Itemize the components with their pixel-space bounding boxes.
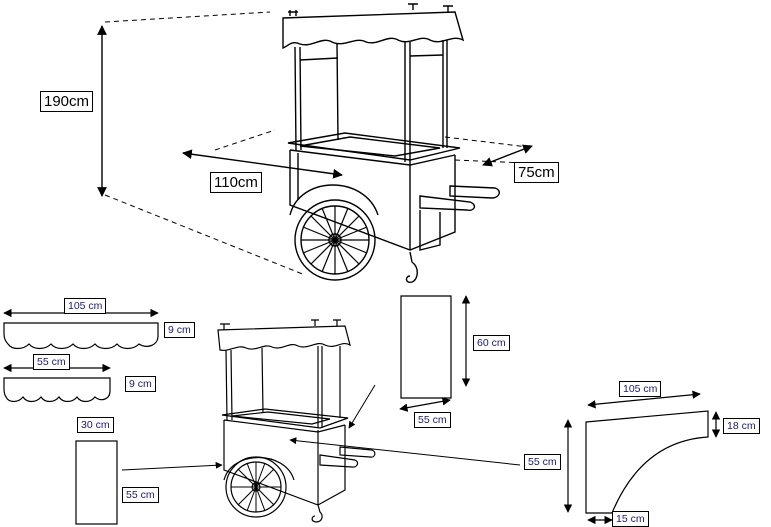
back-panel-part [399, 295, 471, 412]
height-label: 190cm [40, 91, 94, 112]
side-panel-width-label: 30 cm [77, 417, 114, 433]
body-panel-right-label: 18 cm [723, 418, 760, 434]
valance-long [3, 308, 159, 350]
body-side-panel-part [563, 390, 721, 525]
body-panel-bottom-label: 15 cm [612, 511, 649, 527]
side-panel-height-label: 55 cm [122, 487, 159, 503]
length-label: 110cm [210, 172, 262, 193]
side-panel-part [75, 440, 118, 525]
main-cart-illustration [97, 3, 533, 284]
body-panel-height-label: 55 cm [524, 454, 561, 470]
back-panel-width-label: 55 cm [414, 412, 451, 428]
body-panel-top-label: 105 cm [619, 381, 662, 397]
short-valance-height-label: 9 cm [125, 376, 156, 392]
depth-label: 75cm [514, 162, 559, 183]
small-cart-illustration [217, 319, 376, 523]
long-valance-height-label: 9 cm [164, 322, 195, 338]
pointer-lines [121, 384, 521, 471]
short-valance-width-label: 55 cm [33, 354, 70, 370]
valance-short [3, 363, 111, 403]
back-panel-height-label: 60 cm [473, 335, 510, 351]
long-valance-width-label: 105 cm [64, 298, 107, 314]
